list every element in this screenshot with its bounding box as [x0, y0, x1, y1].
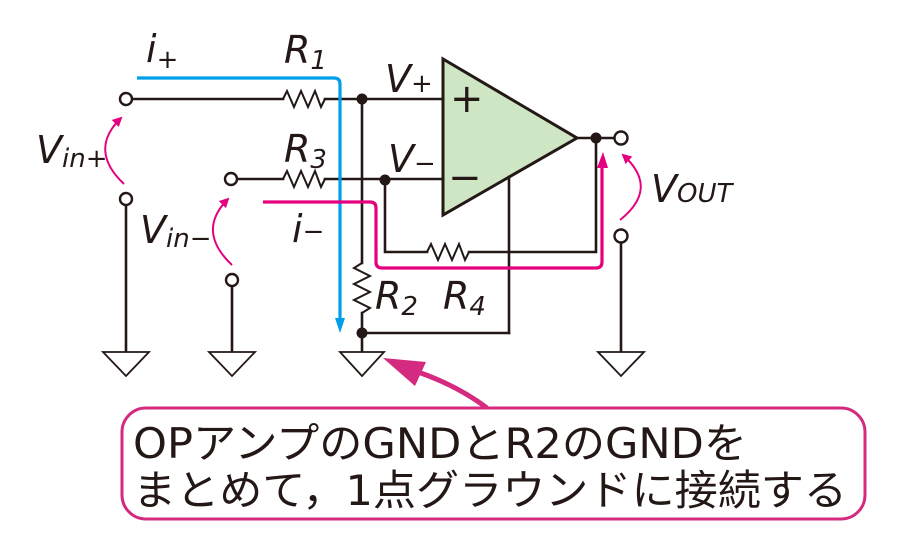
label-vin-minus-main: V: [140, 208, 169, 252]
label-r4-main: R: [443, 274, 469, 318]
resistor-r4: [426, 241, 470, 263]
terminal-vin-minus-bottom: [224, 272, 240, 288]
terminal-vout-top: [613, 130, 629, 146]
callout-arrow-line: [417, 369, 489, 410]
label-vout-sub: OUT: [677, 179, 734, 209]
junction-single-point-ground: [356, 327, 368, 339]
voltage-arrow-vout: [619, 153, 642, 221]
label-v-plus-main: V: [385, 57, 414, 101]
label-i-minus: i−: [292, 207, 324, 251]
wire-r4-to-output: [467, 136, 598, 254]
label-r3-main: R: [284, 127, 310, 171]
terminal-vin-minus-top: [223, 171, 239, 187]
junction-vplus: [356, 93, 368, 105]
callout-arrow-head: [383, 358, 426, 386]
label-v-plus: V+: [385, 57, 433, 101]
terminal-vout-bottom: [613, 228, 629, 244]
label-i-plus-main: i: [146, 27, 157, 71]
terminal-vin-plus-top: [118, 91, 134, 107]
ground-icon: [206, 351, 258, 378]
label-r3: R3: [284, 127, 327, 175]
wire-vminus-node-to-r4: [383, 178, 429, 254]
opamp-plus-sign: +: [450, 76, 484, 122]
ground-icon: [595, 351, 647, 378]
arrow-head-i-minus: [597, 152, 608, 168]
resistor-r1: [282, 88, 326, 110]
label-r4: R4: [443, 274, 486, 322]
label-i-minus-main: i: [292, 207, 303, 251]
label-vin-plus: Vin+: [36, 128, 108, 174]
label-vin-plus-sub: in+: [62, 144, 108, 174]
label-vout-main: V: [651, 167, 680, 211]
label-vin-minus-sub: in−: [166, 224, 212, 254]
label-vin-plus-main: V: [36, 128, 65, 172]
terminal-vin-plus-bottom: [118, 191, 134, 207]
label-r1-main: R: [284, 28, 310, 72]
resistor-r3: [282, 168, 326, 190]
label-v-minus-sub: −: [414, 149, 436, 179]
label-i-plus: i+: [146, 27, 178, 75]
callout-box: [120, 406, 867, 521]
junction-output: [590, 132, 602, 144]
label-r2: R2: [375, 274, 418, 322]
label-r3-sub: 3: [310, 145, 327, 175]
label-r2-main: R: [375, 274, 401, 318]
voltage-arrow-vin-plus: [104, 116, 125, 185]
resistor-r2: [351, 262, 373, 314]
label-vout: VOUT: [651, 167, 734, 211]
current-path-i-plus: [137, 76, 342, 320]
arrow-head-i-plus: [335, 318, 345, 333]
label-vin-minus: Vin−: [140, 208, 212, 254]
ground-icon: [100, 351, 152, 378]
label-r1-sub: 1: [310, 46, 327, 76]
label-v-minus-main: V: [388, 137, 417, 181]
junction-vminus: [379, 174, 391, 186]
voltage-arrow-vin-minus: [212, 197, 233, 266]
label-r2-sub: 2: [401, 292, 418, 322]
opamp-minus-sign: −: [448, 155, 482, 201]
current-path-i-minus: [263, 166, 604, 270]
label-r1: R1: [284, 28, 327, 76]
label-v-plus-sub: +: [411, 69, 433, 99]
label-i-minus-sub: −: [303, 217, 325, 247]
label-r4-sub: 4: [469, 292, 486, 322]
label-v-minus: V−: [388, 137, 436, 181]
label-i-plus-sub: +: [157, 45, 179, 75]
callout-line-1: OPアンプのGNDとR2のGNDを: [133, 419, 747, 468]
callout-line-2: まとめて，1点グラウンドに接続する: [133, 466, 847, 515]
ground-icon: [337, 351, 387, 378]
